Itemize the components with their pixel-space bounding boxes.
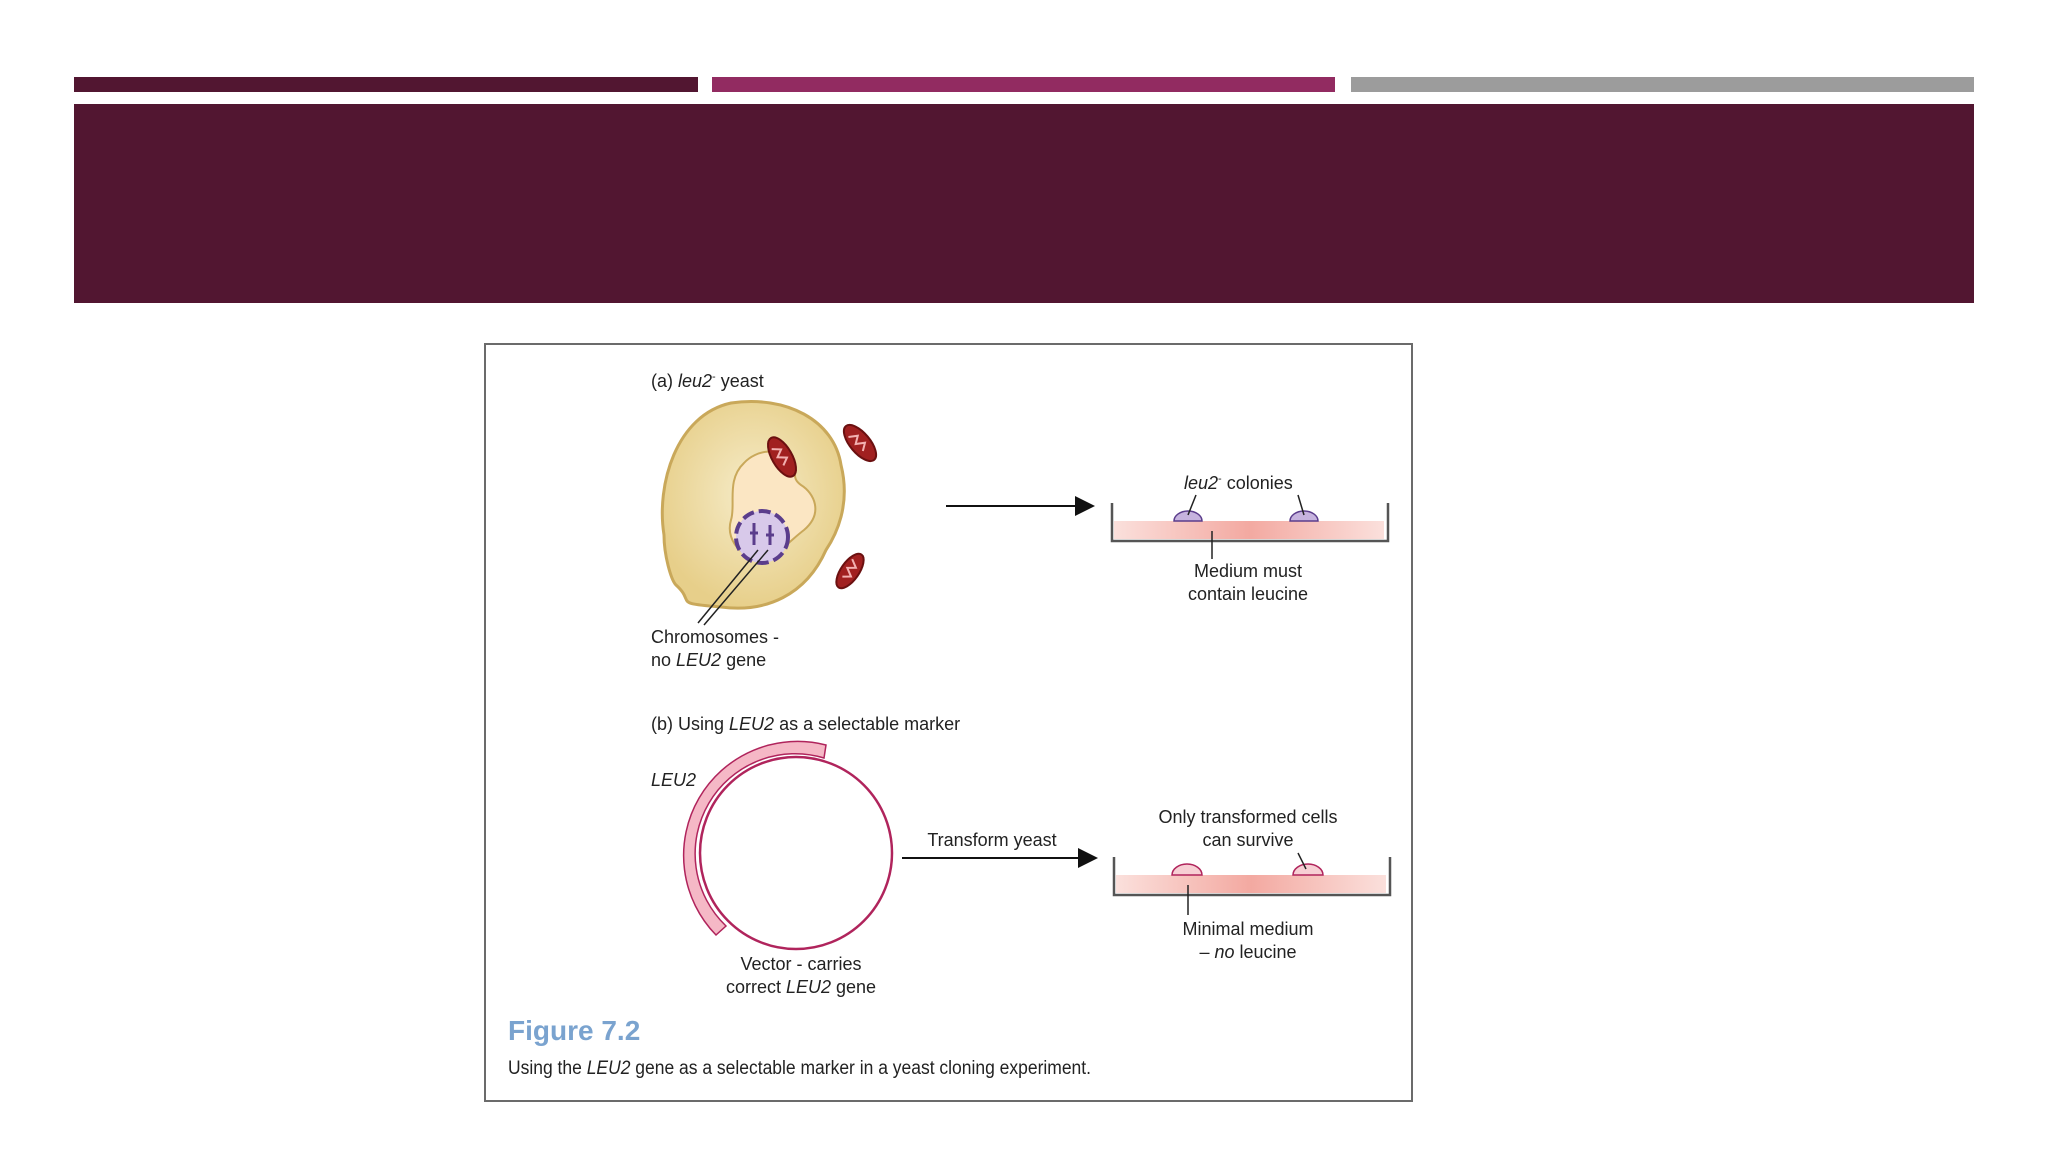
colony — [1292, 863, 1324, 876]
leu2-gene-segment — [682, 740, 827, 937]
chromosomes-label: Chromosomes - — [651, 627, 779, 647]
vector-label-2: correct LEU2 gene — [726, 977, 876, 997]
chromosomes-label-2: no LEU2 gene — [651, 650, 766, 670]
chromosome-compartment — [734, 509, 790, 565]
mitochondrion — [842, 423, 878, 463]
petri-dish — [1112, 852, 1392, 915]
minimal-medium-label: Minimal medium — [1182, 919, 1313, 939]
colony — [1173, 510, 1203, 522]
leu2-gene-label: LEU2 — [651, 770, 696, 790]
mitochondrion — [767, 436, 797, 478]
colonies-label: leu2- colonies — [1184, 473, 1293, 493]
colony — [1289, 510, 1319, 522]
leader-line — [697, 549, 759, 624]
transform-label: Transform yeast — [927, 830, 1056, 850]
panel-a-label: (a) leu2- yeast — [651, 371, 764, 391]
survive-label-2: can survive — [1202, 830, 1293, 850]
accent-bar-dark — [74, 77, 698, 92]
accent-bar-magenta — [712, 77, 1335, 92]
figure-frame: (a) leu2- yeast Chromosomes - no LEU2 ge… — [484, 343, 1413, 1102]
minimal-medium-label-2: – no leucine — [1199, 942, 1296, 962]
leu2-diagram: (a) leu2- yeast Chromosomes - no LEU2 ge… — [651, 371, 1392, 997]
figure-number: Figure 7.2 — [508, 1015, 641, 1046]
figure-caption: Using the LEU2 gene as a selectable mark… — [508, 1058, 1091, 1079]
medium-label-2: contain leucine — [1188, 584, 1308, 604]
accent-bar-gray — [1351, 77, 1974, 92]
title-band — [74, 104, 1974, 303]
survive-label: Only transformed cells — [1158, 807, 1337, 827]
panel-b-label: (b) Using LEU2 as a selectable marker — [651, 714, 960, 734]
plasmid-vector — [698, 755, 894, 951]
vector-label: Vector - carries — [740, 954, 861, 974]
petri-dish — [1110, 494, 1390, 559]
leader-line — [703, 549, 769, 626]
colony — [1171, 863, 1203, 876]
mitochondrion — [835, 552, 865, 590]
medium-label: Medium must — [1194, 561, 1302, 581]
